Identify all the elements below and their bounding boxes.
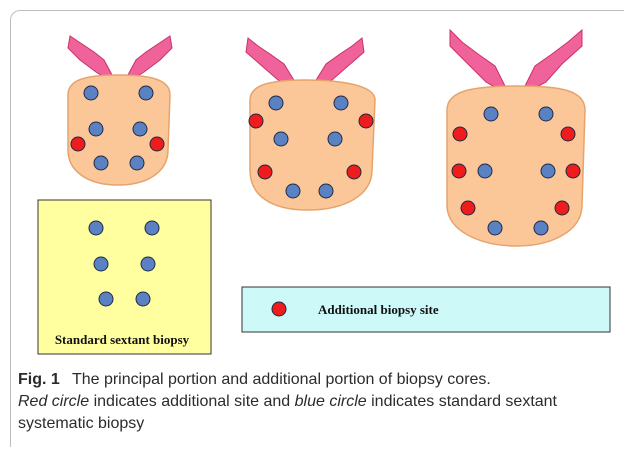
standard-box-label: Standard sextant biopsy — [55, 332, 190, 347]
additional-site — [452, 164, 466, 178]
legend-box: Additional biopsy site — [242, 287, 610, 332]
legend-red-site — [272, 302, 286, 316]
additional-site — [258, 165, 272, 179]
standard-site — [274, 132, 288, 146]
prostate-diagram-3 — [447, 30, 585, 246]
prostate-diagram-1 — [68, 36, 172, 185]
additional-site — [150, 137, 164, 151]
legend-label: Additional biopsy site — [318, 302, 439, 317]
standard-site — [534, 221, 548, 235]
additional-site — [461, 201, 475, 215]
standard-site — [141, 257, 155, 271]
prostate-outline-1 — [68, 75, 170, 185]
standard-site — [139, 86, 153, 100]
figure-caption: Fig. 1 The principal portion and additio… — [18, 369, 618, 435]
standard-site — [269, 96, 283, 110]
caption-blue-circle: blue circle — [295, 393, 367, 410]
standard-site — [84, 86, 98, 100]
additional-site — [249, 114, 263, 128]
standard-site — [286, 184, 300, 198]
additional-site — [347, 165, 361, 179]
prostate-diagram-2 — [246, 38, 375, 210]
caption-sentence-1: The principal portion and additional por… — [72, 371, 491, 388]
additional-site — [555, 201, 569, 215]
additional-site — [359, 114, 373, 128]
additional-site — [561, 127, 575, 141]
standard-site — [94, 156, 108, 170]
standard-site — [488, 221, 502, 235]
caption-red-circle: Red circle — [18, 393, 89, 410]
standard-site — [99, 292, 113, 306]
prostate-outline-3 — [447, 86, 585, 246]
standard-site — [145, 221, 159, 235]
standard-sextant-box: Standard sextant biopsy — [38, 200, 211, 354]
standard-site — [89, 221, 103, 235]
standard-site — [539, 107, 553, 121]
standard-site — [94, 257, 108, 271]
figure-number: Fig. 1 — [18, 371, 60, 388]
additional-site — [71, 137, 85, 151]
standard-site — [334, 96, 348, 110]
standard-site — [541, 164, 555, 178]
standard-site — [89, 122, 103, 136]
standard-site — [328, 132, 342, 146]
standard-site — [484, 107, 498, 121]
standard-site — [136, 292, 150, 306]
standard-site — [130, 156, 144, 170]
biopsy-figure: Standard sextant biopsy Additional biops… — [0, 0, 635, 370]
caption-middle: indicates additional site and — [94, 393, 291, 410]
standard-site — [319, 184, 333, 198]
additional-site — [566, 164, 580, 178]
standard-site — [133, 122, 147, 136]
standard-site — [478, 164, 492, 178]
additional-site — [453, 127, 467, 141]
prostate-outline-2 — [250, 80, 375, 210]
